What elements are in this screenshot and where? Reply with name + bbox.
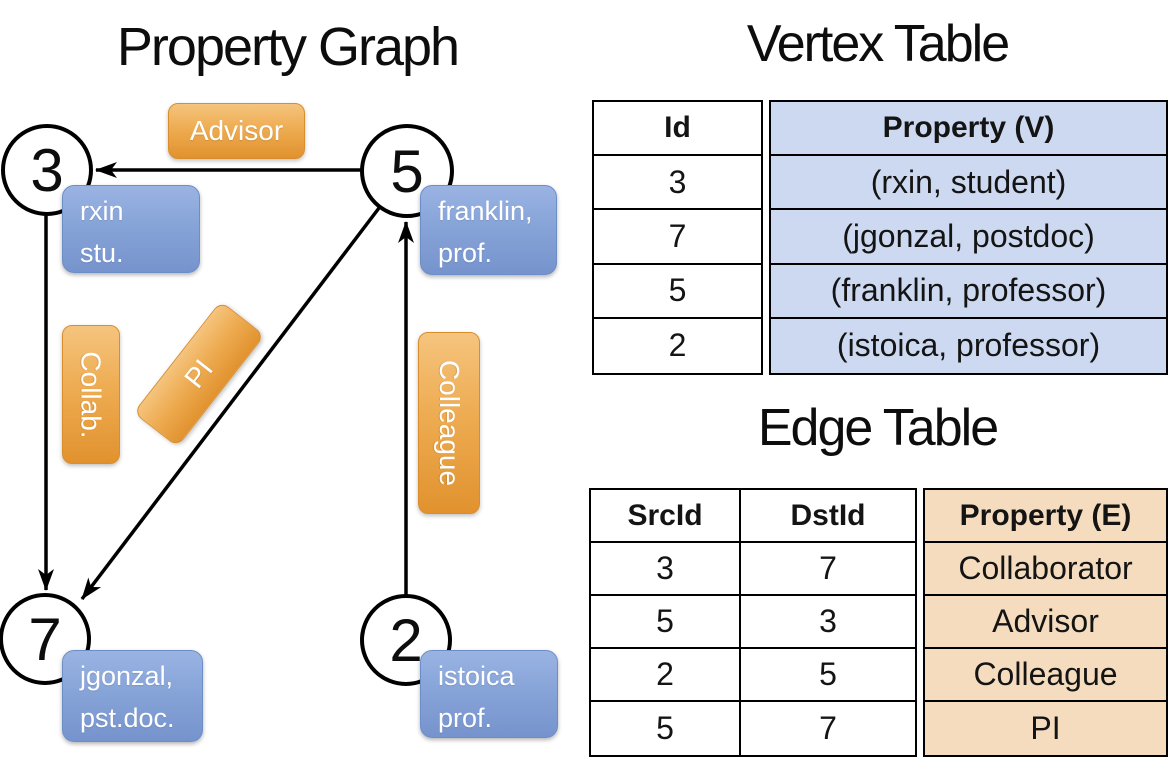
edge-table-header-srcid: SrcId [591,490,741,543]
vertex-property-line: franklin, [438,196,533,226]
edge-table-title: Edge Table [757,399,999,457]
vertex-id-3: 3 [30,137,63,204]
edge-table-id-columns: SrcId DstId 3 7 5 3 2 5 5 7 [589,488,917,757]
table-cell: 5 [594,265,761,319]
table-cell: 2 [591,649,741,702]
vertex-property-box-3: rxin stu. [62,185,200,273]
table-cell: 2 [668,327,687,364]
vertex-property-line: jgonzal, [80,661,174,691]
table-cell: 5 [591,702,741,755]
vertex-property-line: prof. [438,702,493,733]
table-cell: 5 [591,596,741,649]
vertex-property-line: rxin [80,196,124,226]
edge-label-text: PI [178,353,219,394]
table-cell: (rxin, student) [771,156,1166,211]
table-cell: (istoica, professor) [836,327,1101,364]
table-cell: Colleague [925,649,1166,702]
edge-arrow-5-to-7 [80,206,381,601]
vertex-property-box-5: franklin, prof. [420,185,557,275]
edge-table-header-property: Property (E) [925,490,1166,543]
table-cell: 3 [591,543,741,596]
edge-label-advisor: Advisor [168,103,305,159]
edge-label-collab: Collab. [62,325,120,464]
vertex-table-id-column: Id 3 7 5 2 [592,100,763,375]
table-cell: 7 [819,710,837,746]
vertex-property-line: pst.doc. [80,702,175,733]
edge-table-header-dstid: DstId [741,490,915,543]
edge-table-property-column: Property (E) Collaborator Advisor Collea… [923,488,1168,757]
table-cell: 3 [594,156,761,211]
vertex-table-header-property: Property (V) [771,102,1166,157]
edge-label-colleague: Colleague [418,332,480,514]
vertex-property-line: istoica [438,661,515,691]
vertex-id-5: 5 [390,138,423,205]
vertex-id-7: 7 [28,606,61,673]
vertex-table-property-column: Property (V) (rxin, student) (jgonzal, p… [769,100,1168,375]
table-cell: 3 [741,596,915,649]
table-cell: 7 [594,210,761,265]
vertex-property-line: prof. [438,237,493,268]
vertex-table-header-id: Id [594,102,761,157]
edge-label-text: Collab. [76,350,108,439]
table-cell: (franklin, professor) [771,265,1166,319]
table-cell: PI [1030,710,1061,746]
vertex-id-2: 2 [389,607,422,674]
edge-label-text: Colleague [434,359,466,487]
vertex-property-box-7: jgonzal, pst.doc. [62,650,203,742]
property-graph-title: Property Graph [116,17,460,77]
table-cell: 5 [741,649,915,702]
vertex-table-title: Vertex Table [746,15,1010,73]
edge-label-text: Advisor [189,115,284,146]
table-cell: (jgonzal, postdoc) [771,210,1166,265]
table-cell: 7 [741,543,915,596]
table-cell: Collaborator [925,543,1166,596]
vertex-property-box-2: istoica prof. [420,650,558,738]
vertex-property-line: stu. [80,237,124,268]
table-cell: Advisor [925,596,1166,649]
